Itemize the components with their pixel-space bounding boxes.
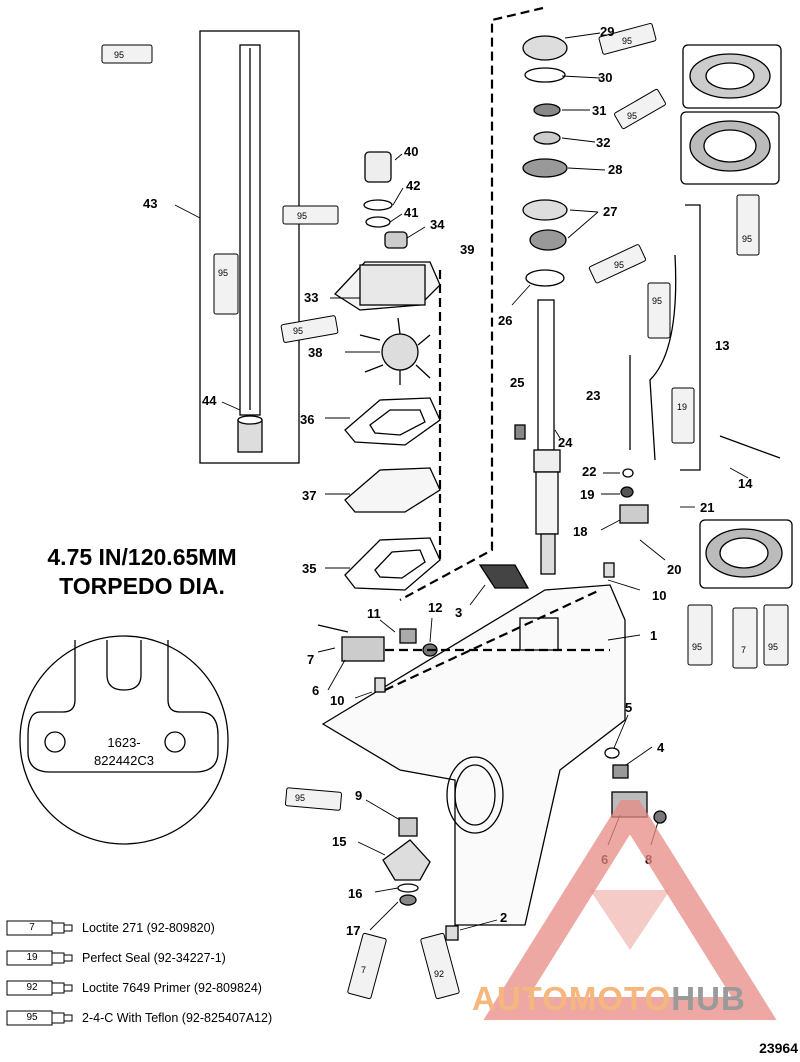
callout-3: 3 bbox=[455, 605, 462, 620]
tube-label: 95 bbox=[114, 50, 124, 60]
watermark-text: AUTOMOTOHUB bbox=[472, 980, 746, 1018]
callout-20: 20 bbox=[667, 562, 681, 577]
callout-41: 41 bbox=[404, 205, 418, 220]
legend-code: 19 bbox=[26, 952, 38, 963]
figure-number: 23964 bbox=[759, 1040, 798, 1056]
stamp-line-2: 822442C3 bbox=[94, 753, 154, 768]
callout-21: 21 bbox=[700, 500, 714, 515]
callout-28: 28 bbox=[608, 162, 622, 177]
callout-6: 6 bbox=[312, 683, 319, 698]
legend-label: Loctite 271 (92-809820) bbox=[82, 921, 215, 935]
leader-lines bbox=[174, 32, 749, 931]
callout-17: 17 bbox=[346, 923, 360, 938]
tube-label: 95 bbox=[218, 268, 228, 278]
callout-14: 14 bbox=[738, 476, 753, 491]
callout-44: 44 bbox=[202, 393, 217, 408]
driveshaft-box bbox=[199, 30, 300, 464]
callout-27: 27 bbox=[603, 204, 617, 219]
callout-10: 10 bbox=[652, 588, 666, 603]
callout-37: 37 bbox=[302, 488, 316, 503]
callout-13: 13 bbox=[715, 338, 729, 353]
callout-42: 42 bbox=[406, 178, 420, 193]
stamp-line-1: 1623- bbox=[107, 735, 140, 750]
callout-5: 5 bbox=[625, 700, 632, 715]
tube-icon bbox=[6, 920, 73, 936]
callout-4: 4 bbox=[657, 740, 665, 755]
assembly-dashed-lines bbox=[384, 6, 610, 691]
callout-33: 33 bbox=[304, 290, 318, 305]
legend-code: 92 bbox=[26, 982, 38, 993]
callout-12: 12 bbox=[428, 600, 442, 615]
callout-26: 26 bbox=[498, 313, 512, 328]
callout-1: 1 bbox=[650, 628, 657, 643]
callout-30: 30 bbox=[598, 70, 612, 85]
callout-24: 24 bbox=[558, 435, 573, 450]
callout-numbers: 1 2 3 4 5 6 6 7 8 9 10 10 11 12 13 14 15… bbox=[143, 24, 753, 938]
callout-19: 19 bbox=[580, 487, 594, 502]
tube-icon bbox=[6, 980, 73, 996]
torpedo-line-1: 4.75 IN/120.65MM bbox=[47, 544, 237, 570]
legend-code: 7 bbox=[29, 922, 35, 933]
tube-labels: 95 95 95 95 95 95 95 95 95 19 95 7 95 95… bbox=[114, 36, 778, 979]
callout-22: 22 bbox=[582, 464, 596, 479]
callout-11: 11 bbox=[367, 606, 381, 621]
tube-label: 95 bbox=[297, 211, 307, 221]
torpedo-line-2: TORPEDO DIA. bbox=[59, 573, 225, 599]
watermark-logo-icon bbox=[483, 800, 777, 1020]
watermark-part-2: HUB bbox=[671, 980, 746, 1017]
callout-36: 36 bbox=[300, 412, 314, 427]
callout-32: 32 bbox=[596, 135, 610, 150]
tube-label: 95 bbox=[627, 111, 637, 121]
tube-label: 92 bbox=[434, 969, 444, 979]
callout-34: 34 bbox=[430, 217, 445, 232]
callout-10: 10 bbox=[330, 693, 344, 708]
tube-label: 95 bbox=[742, 234, 752, 244]
callout-9: 9 bbox=[355, 788, 362, 803]
legend-code: 95 bbox=[26, 1012, 38, 1023]
tube-label: 95 bbox=[692, 642, 702, 652]
callout-29: 29 bbox=[600, 24, 614, 39]
callout-40: 40 bbox=[404, 144, 418, 159]
tube-label: 7 bbox=[741, 645, 746, 655]
callout-23: 23 bbox=[586, 388, 600, 403]
legend-label: 2-4-C With Teflon (92-825407A12) bbox=[82, 1011, 273, 1025]
callout-39: 39 bbox=[460, 242, 474, 257]
tube-label: 95 bbox=[652, 296, 662, 306]
watermark-part-1: AUTOMOTO bbox=[472, 980, 672, 1017]
tube-label: 95 bbox=[614, 260, 624, 270]
legend-label: Loctite 7649 Primer (92-809824) bbox=[82, 981, 262, 995]
callout-35: 35 bbox=[302, 561, 316, 576]
callout-25: 25 bbox=[510, 375, 524, 390]
tube-label: 95 bbox=[768, 642, 778, 652]
torpedo-diameter-note: 4.75 IN/120.65MM TORPEDO DIA. bbox=[22, 543, 262, 601]
callout-2: 2 bbox=[500, 910, 507, 925]
tube-icon bbox=[6, 950, 73, 966]
legend-label: Perfect Seal (92-34227-1) bbox=[82, 951, 226, 965]
callout-18: 18 bbox=[573, 524, 587, 539]
tube-label: 95 bbox=[295, 793, 305, 803]
callout-31: 31 bbox=[592, 103, 606, 118]
tube-icon bbox=[6, 1010, 73, 1026]
callout-16: 16 bbox=[348, 886, 362, 901]
callout-15: 15 bbox=[332, 834, 346, 849]
tube-label: 95 bbox=[622, 36, 632, 46]
tube-label: 19 bbox=[677, 402, 687, 412]
tube-label: 95 bbox=[293, 326, 303, 336]
callout-7: 7 bbox=[307, 652, 314, 667]
tube-label: 7 bbox=[361, 965, 366, 975]
plate-detail-circle bbox=[19, 635, 229, 845]
callout-38: 38 bbox=[308, 345, 322, 360]
callout-43: 43 bbox=[143, 196, 157, 211]
lubricant-tubes bbox=[101, 23, 789, 1000]
